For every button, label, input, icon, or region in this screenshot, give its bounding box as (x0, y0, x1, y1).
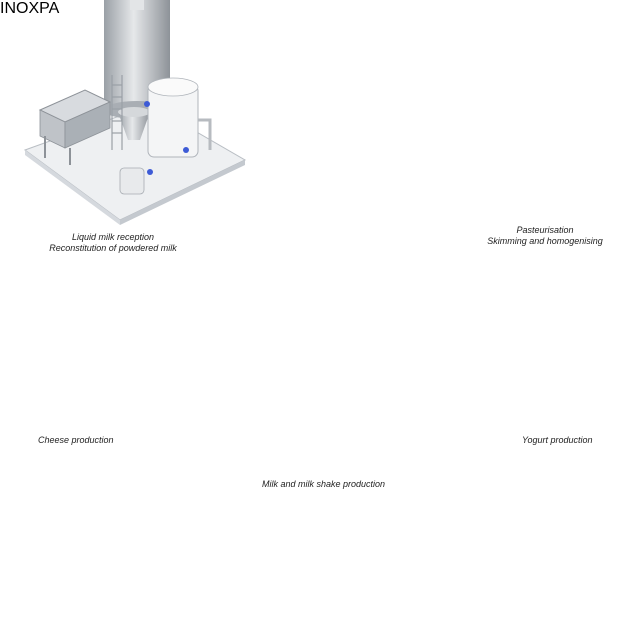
reception-station (23, 0, 247, 225)
caption-cheese: Cheese production (38, 435, 114, 445)
caption-milkshake: Milk and milk shake production (262, 479, 386, 489)
caption-pasteurisation-line2: Skimming and homogenising (487, 236, 603, 246)
caption-pasteurisation: Pasteurisation Skimming and homogenising (470, 225, 620, 247)
caption-reception-line1: Liquid milk reception (71, 232, 155, 242)
brand-label-cheese: INOXPA (0, 0, 60, 17)
caption-pasteurisation-line1: Pasteurisation (516, 225, 574, 235)
caption-reception: Liquid milk reception Reconstitution of … (28, 232, 198, 254)
cheese-station: INOXPA (0, 0, 59, 17)
caption-yogurt: Yogurt production (522, 435, 593, 445)
caption-reception-line2: Reconstitution of powdered milk (49, 243, 177, 253)
